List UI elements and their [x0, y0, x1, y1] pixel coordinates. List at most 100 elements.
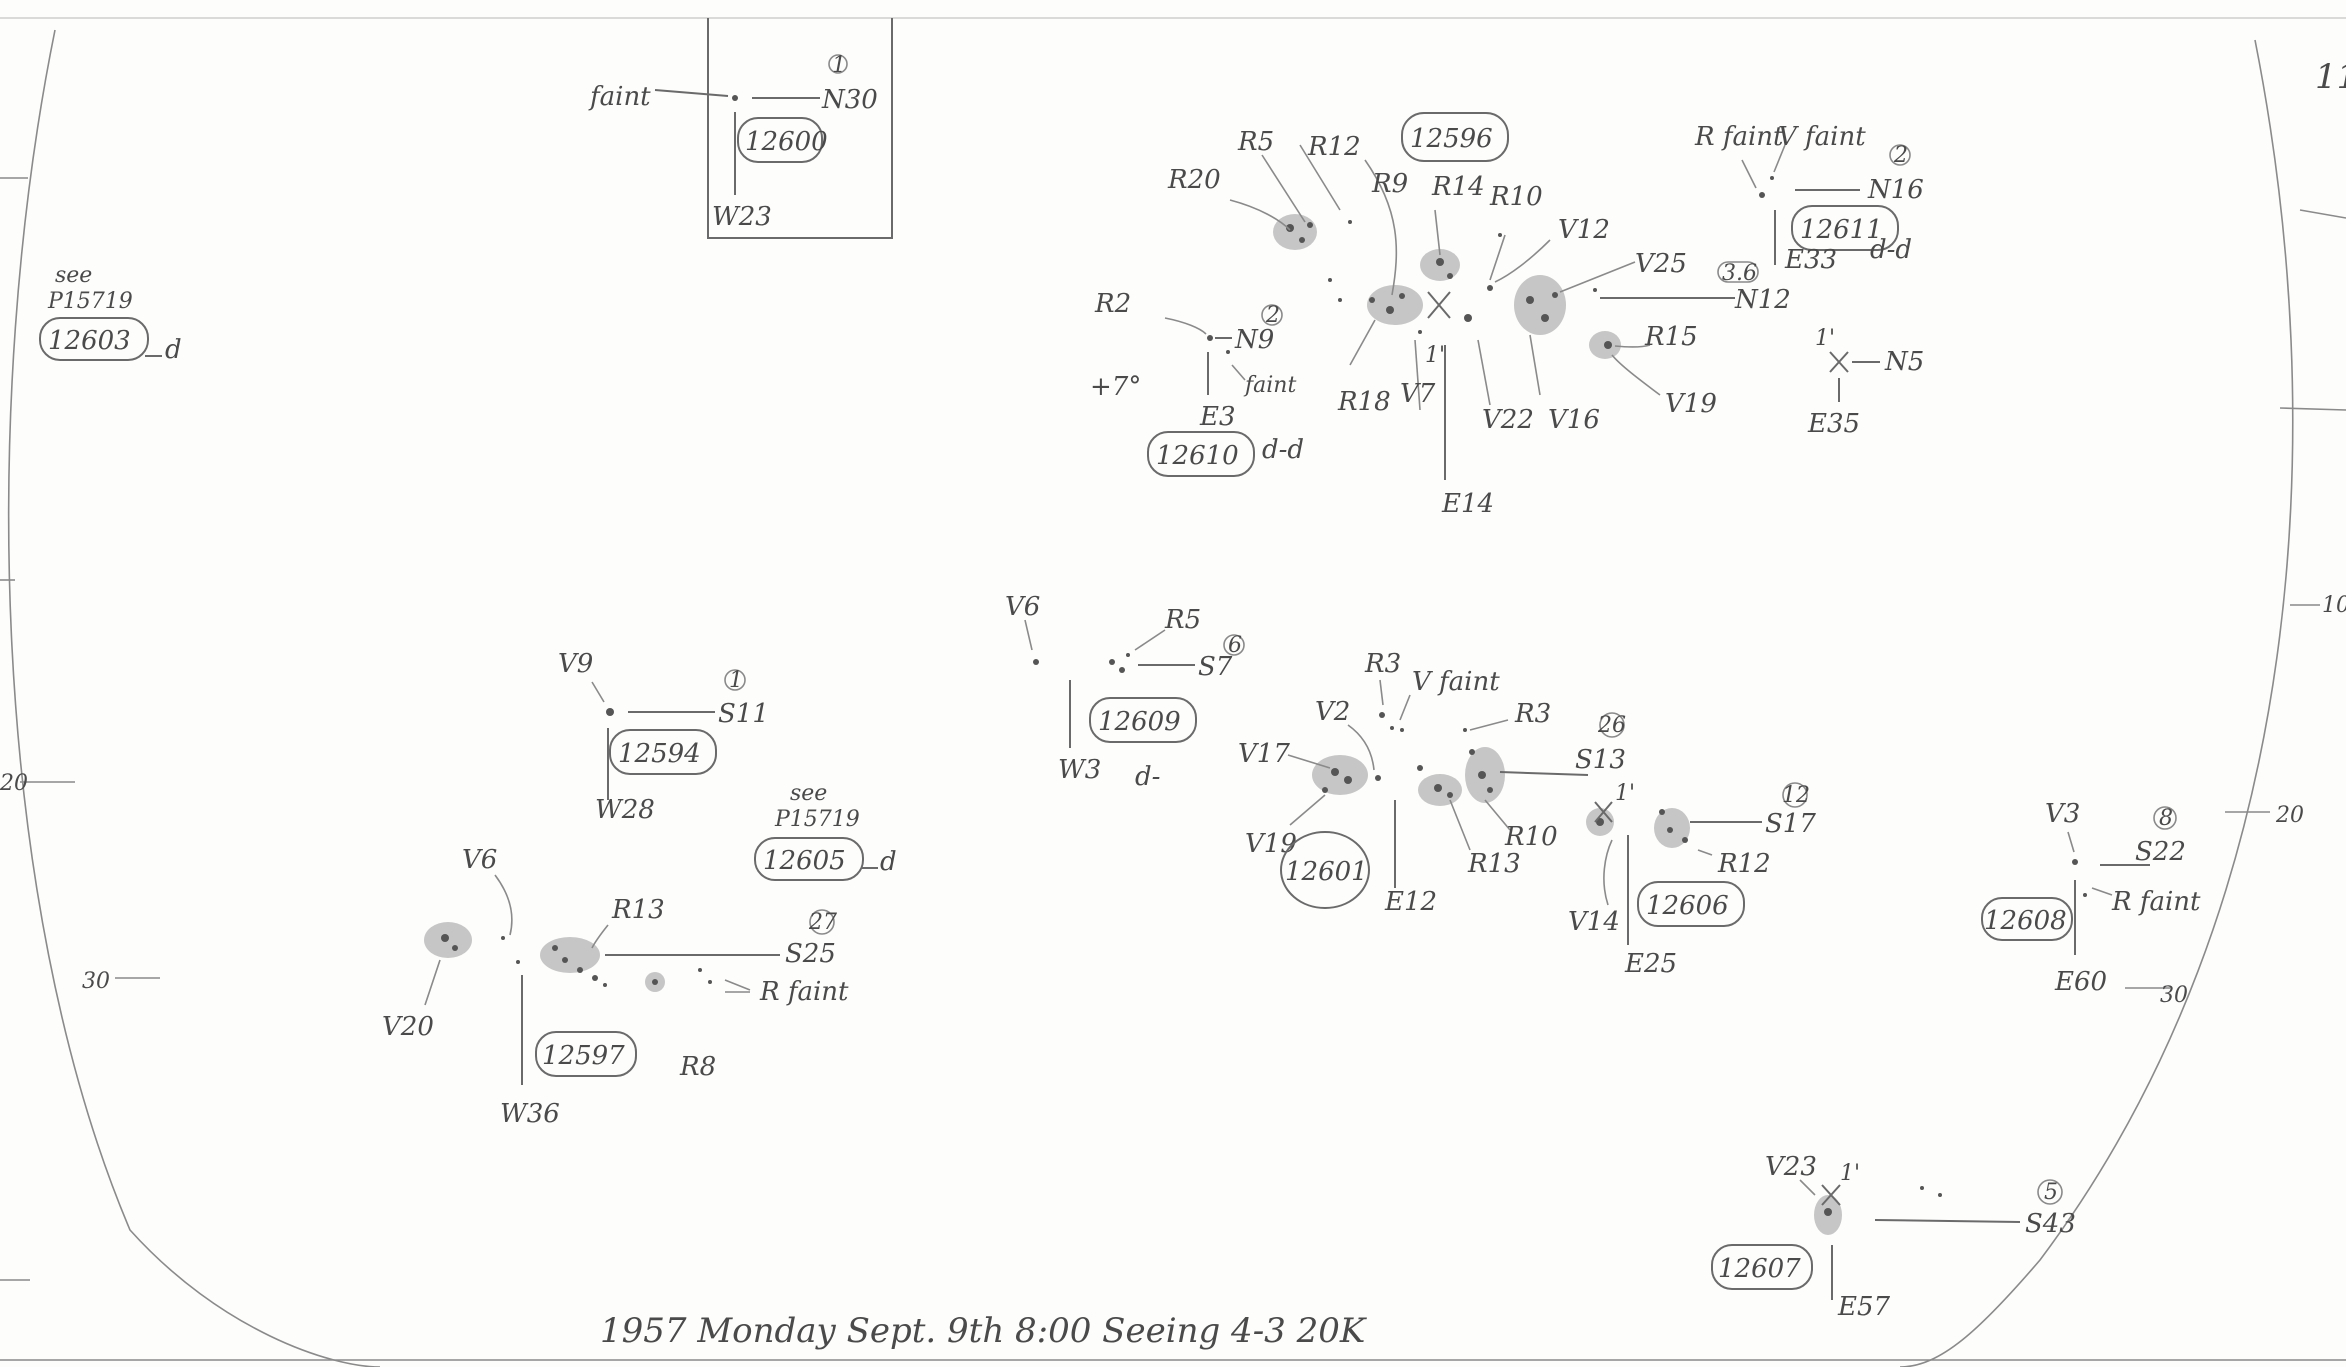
spot-label-1: 1' [1425, 343, 1445, 368]
label-1: 1' [1840, 1161, 1860, 1186]
spot-label-v19: V19 [1665, 389, 1717, 419]
spot-label-r9: R9 [1371, 169, 1408, 199]
spot-label-n12: N12 [1734, 285, 1791, 315]
label-v-faint: V faint [1778, 122, 1866, 152]
group-num: 6 [1228, 633, 1242, 658]
spot-label-v3: V3 [2045, 799, 2080, 829]
spot-label-v17: V17 [1238, 739, 1290, 769]
solar-limb-right [1899, 39, 2294, 1367]
group-12611: R faint V faint 2 N16 12611 d-d E33 [1694, 122, 1924, 275]
group-id-12610: 12610 [1156, 441, 1239, 471]
south-coord: S17 [1765, 809, 1816, 839]
spot-label-v23: V23 [1765, 1152, 1817, 1182]
group-num: 1 [832, 53, 846, 78]
solar-limb-left [7, 29, 381, 1367]
label-d: d- [1135, 762, 1160, 792]
south-coord: S25 [785, 939, 836, 969]
right-tick-30: 30 [2160, 983, 2188, 1008]
label-d: d [880, 847, 897, 877]
label-d-d: d-d [1262, 435, 1304, 465]
east-coord: E57 [1837, 1292, 1891, 1322]
note-plate: P15719 [47, 289, 133, 314]
label-r-faint: R faint [759, 977, 849, 1007]
spot-label-3-6: 3.6 [1722, 261, 1757, 286]
right-tick-20: 20 [2275, 803, 2304, 828]
note-plate: P15719 [774, 807, 860, 832]
north-coord: N16 [1867, 175, 1924, 205]
group-num: 12 [1782, 783, 1810, 808]
group-12596: 12596 R20 R5 R12 R9 R14 R10 V12 V25 N12 … [1167, 112, 1791, 519]
note-12605: see P15719 12605 d [754, 781, 897, 881]
north-coord: N9 [1234, 325, 1274, 355]
spot-label-v9: V9 [558, 649, 593, 679]
south-coord: S11 [718, 699, 769, 729]
spot-label-v16: V16 [1548, 405, 1600, 435]
label-faint: faint [588, 82, 651, 112]
group-id-12596: 12596 [1410, 124, 1493, 154]
group-num: 8 [2159, 806, 2173, 831]
east-coord: E3 [1199, 402, 1236, 432]
east-coord: E25 [1624, 949, 1677, 979]
spot-label-r2: R2 [1094, 289, 1131, 319]
spot-label-r12: R12 [1717, 849, 1771, 879]
west-coord: W36 [500, 1099, 560, 1129]
south-coord: S7 [1198, 652, 1233, 682]
spot-label-r5: R5 [1237, 127, 1274, 157]
note-see: see [790, 781, 827, 806]
group-12600: 12600 faint 1 N30 W23 [588, 18, 893, 239]
east-coord: E14 [1441, 489, 1494, 519]
spot-label-r8: R8 [679, 1052, 716, 1082]
group-num: 2 [1265, 303, 1280, 328]
spot-label-v20: V20 [382, 1012, 434, 1042]
spot-label-v22: V22 [1482, 405, 1534, 435]
spot-label-r10: R10 [1489, 182, 1543, 212]
scale-reference: 1' N5 E35 [1807, 326, 1924, 439]
spot-label-r3b: R3 [1514, 699, 1551, 729]
label-faint: faint [1243, 373, 1296, 398]
group-id-12609: 12609 [1098, 707, 1181, 737]
right-tick-10: 10 [2322, 593, 2346, 618]
group-id-12605: 12605 [763, 846, 846, 876]
scale-tick: 1' [1815, 326, 1835, 351]
group-12601: R3 V faint R3 V2 V17 V19 R10 R13 26 S13 … [1238, 649, 1626, 917]
group-12609: V6 R5 6 S7 12609 W3 d- [1005, 592, 1245, 792]
north-coord: N30 [821, 85, 878, 115]
group-12597: V6 R13 V20 R8 R faint 27 S25 12597 W36 [382, 845, 849, 1129]
group-id-12600: 12600 [745, 127, 828, 157]
spot-label-r15: R15 [1644, 322, 1698, 352]
south-coord: S22 [2135, 837, 2186, 867]
spot-label-v12: V12 [1558, 215, 1610, 245]
group-id-12594: 12594 [618, 739, 701, 769]
spot-label-r10: R10 [1504, 822, 1558, 852]
group-id-12607: 12607 [1718, 1254, 1801, 1284]
spot-label-r14: R14 [1431, 172, 1485, 202]
group-12594: V9 1 S11 12594 W28 [558, 649, 769, 825]
group-id-12601: 12601 [1285, 857, 1368, 887]
left-tick-20: 20 [0, 771, 28, 796]
west-coord: W3 [1058, 755, 1101, 785]
label-plus-7: +7° [1090, 372, 1141, 402]
group-12610: R2 2 N9 +7° faint E3 12610 d-d [1090, 289, 1304, 477]
group-id-12603: 12603 [48, 326, 131, 356]
label-r-faint: R faint [1694, 122, 1784, 152]
left-tick-30: 30 [82, 969, 110, 994]
spot-label-r18: R18 [1337, 387, 1391, 417]
group-12607: V23 1' 5 S43 12607 E57 [1711, 1152, 2076, 1322]
group-num: 27 [808, 910, 837, 935]
spot-label-r3: R3 [1364, 649, 1401, 679]
spot-label-r12: R12 [1307, 132, 1361, 162]
right-ticks: 11 10 20 30 [2125, 57, 2346, 1008]
scale-north: N5 [1884, 347, 1924, 377]
group-id-12608: 12608 [1984, 906, 2067, 936]
spot-label-v14: V14 [1568, 907, 1620, 937]
spot-label-v25: V25 [1635, 249, 1687, 279]
spot-label-v7: V7 [1400, 379, 1436, 409]
note-see: see [55, 263, 92, 288]
group-num: 2 [1893, 143, 1908, 168]
observation-caption: 1957 Monday Sept. 9th 8:00 Seeing 4-3 20… [600, 1311, 1368, 1351]
group-num: 5 [2044, 1180, 2058, 1205]
margin-mark-11: 11 [2315, 57, 2346, 97]
group-12608: V3 8 S22 R faint 12608 E60 [1981, 799, 2201, 997]
